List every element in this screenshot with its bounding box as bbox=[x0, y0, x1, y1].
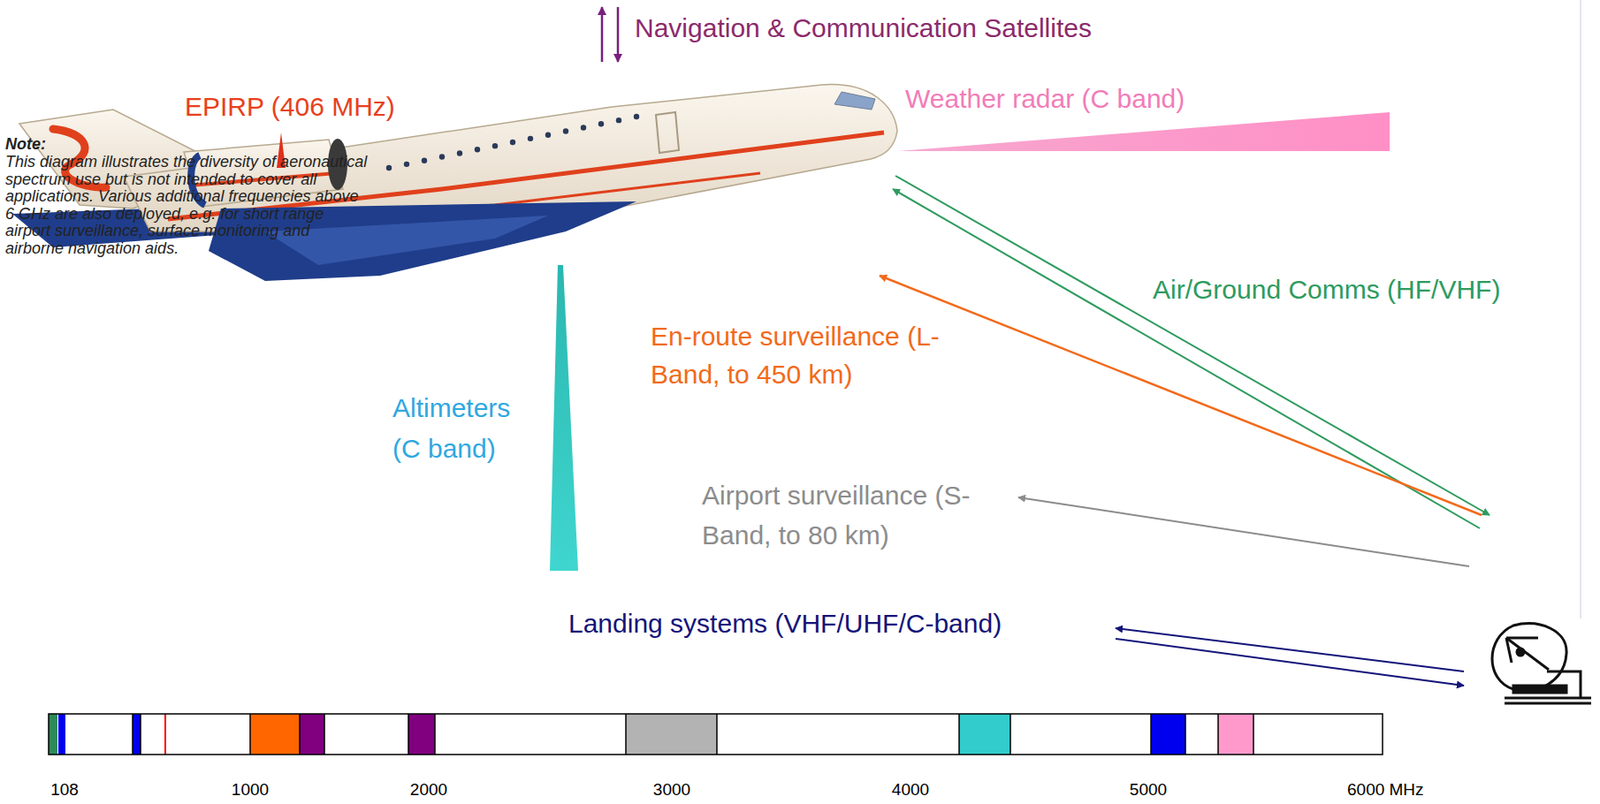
spectrum-bar-part-part bbox=[434, 714, 436, 755]
axis-tick: 1000 bbox=[231, 779, 269, 801]
spectrum-bar-part bbox=[48, 714, 1383, 755]
band-landing-vhf bbox=[58, 714, 66, 755]
radar-station-part bbox=[1513, 685, 1567, 694]
landing-label: Landing systems (VHF/UHF/C-band) bbox=[568, 609, 1002, 640]
weather-radar-beam bbox=[898, 112, 1390, 152]
radar-station-part bbox=[1492, 624, 1567, 692]
window bbox=[616, 117, 622, 123]
spectrum-bar-part-part bbox=[139, 714, 142, 755]
spectrum-bar-part-part bbox=[407, 714, 410, 755]
windows bbox=[386, 114, 640, 171]
band-satellite bbox=[408, 714, 435, 755]
satellite-arrows bbox=[601, 7, 618, 62]
axis-tick: 6000 MHz bbox=[1347, 779, 1425, 801]
band-altimeter bbox=[959, 714, 1011, 755]
window bbox=[492, 143, 498, 149]
note-heading: Note: bbox=[5, 136, 46, 154]
spectrum-bar-part-part bbox=[624, 714, 627, 755]
epirb-label: EPIRP (406 MHz) bbox=[184, 91, 396, 122]
spectrum-bar-part-part bbox=[1217, 714, 1220, 755]
radar-station-part bbox=[1516, 648, 1524, 656]
radar-station-part bbox=[1506, 638, 1539, 663]
air-ground-arrows-part bbox=[892, 189, 1480, 529]
radar-station-part bbox=[1506, 638, 1549, 671]
window bbox=[457, 150, 463, 156]
weather-radar-label: Weather radar (C band) bbox=[905, 83, 1185, 115]
air-ground-label: Air/Ground Comms (HF/VHF) bbox=[1152, 274, 1501, 305]
band-landing-c bbox=[1150, 714, 1186, 755]
air-ground-arrows-part bbox=[895, 175, 1490, 516]
spectrum-bar-part-part bbox=[323, 714, 326, 755]
window bbox=[545, 132, 551, 138]
landing-arrows bbox=[1115, 628, 1464, 686]
landing-arrows-part bbox=[1115, 639, 1464, 686]
band-hf-vhf-comms bbox=[48, 714, 58, 755]
band-weather-radar bbox=[1218, 714, 1254, 755]
axis-tick: 3000 bbox=[653, 779, 691, 801]
door bbox=[655, 112, 679, 153]
axis-tick: 4000 bbox=[891, 779, 930, 801]
window bbox=[439, 153, 445, 160]
window bbox=[633, 114, 640, 120]
band-satellite bbox=[299, 714, 325, 755]
band-landing-uhf bbox=[132, 714, 141, 755]
window bbox=[598, 121, 604, 127]
satellite-arrows-part bbox=[617, 7, 620, 62]
band-airport bbox=[625, 714, 717, 755]
spectrum-bar-part-part bbox=[1184, 714, 1187, 755]
en-route-arrow bbox=[879, 275, 1482, 516]
air-ground-arrows bbox=[892, 175, 1490, 529]
landing-arrows-part bbox=[1115, 628, 1464, 672]
airport-arrow bbox=[1018, 497, 1470, 567]
axis-tick: 2000 bbox=[410, 779, 448, 801]
window bbox=[421, 158, 427, 164]
cockpit-window bbox=[834, 91, 876, 110]
spectrum-bar-part-part bbox=[249, 714, 252, 755]
window bbox=[580, 124, 587, 130]
radar-station-part bbox=[1504, 698, 1592, 704]
spectrum-bar-part bbox=[132, 714, 1254, 755]
spectrum-bar-part-part bbox=[1252, 714, 1255, 755]
spectrum-bar-part-part bbox=[1009, 714, 1012, 755]
window bbox=[563, 128, 569, 134]
window bbox=[527, 136, 534, 142]
spectrum-bar-part-part bbox=[716, 714, 718, 755]
note-text: This diagram illustrates the diversity o… bbox=[5, 153, 368, 259]
band-en-route bbox=[250, 714, 300, 755]
airport-label: Airport surveillance (S-Band, to 80 km) bbox=[701, 475, 1012, 556]
window bbox=[403, 161, 410, 168]
spectrum-bar-part-part bbox=[298, 714, 301, 755]
satellite-label: Navigation & Communication Satellites bbox=[634, 13, 1092, 44]
radar-station-part bbox=[1546, 671, 1581, 699]
spectrum-bar-part bbox=[48, 714, 1383, 755]
window bbox=[386, 165, 392, 171]
radar-station bbox=[1492, 624, 1592, 704]
window bbox=[510, 139, 516, 145]
en-route-label: En-route surveillance (L-Band, to 450 km… bbox=[650, 317, 978, 394]
altimeter-label: Altimeters (C band) bbox=[392, 388, 534, 470]
axis-tick: 108 bbox=[50, 779, 79, 801]
satellite-arrows-part bbox=[601, 7, 604, 62]
window bbox=[474, 146, 480, 153]
band-epirb bbox=[164, 714, 167, 755]
spectrum-bar-part-part bbox=[131, 714, 134, 755]
spectrum-bar-part-part bbox=[1150, 714, 1152, 755]
altimeter-beam bbox=[549, 265, 579, 572]
spectrum-bar bbox=[48, 714, 1383, 755]
page-rule bbox=[1579, 0, 1582, 619]
axis-tick: 5000 bbox=[1129, 779, 1167, 801]
spectrum-bar-part-part bbox=[958, 714, 960, 755]
